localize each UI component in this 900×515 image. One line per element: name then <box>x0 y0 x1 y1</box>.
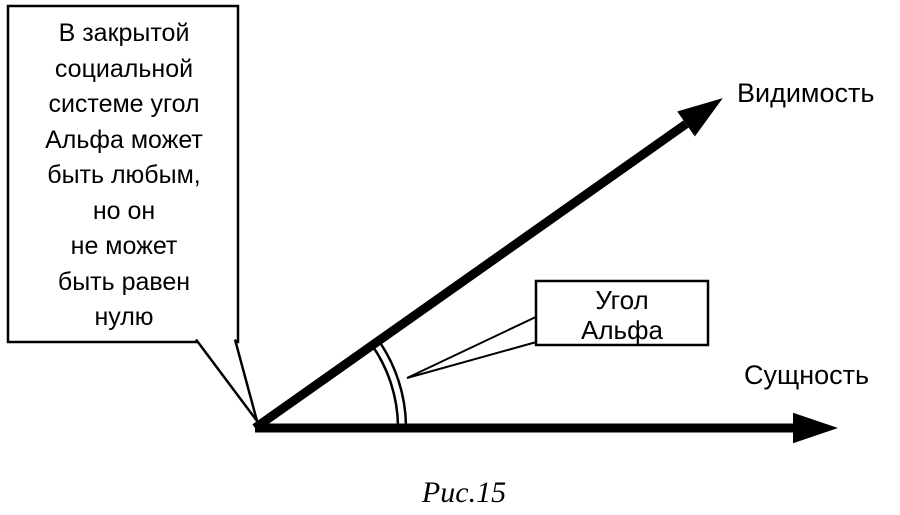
angle-label-text: Угол Альфа <box>581 285 663 345</box>
essence-axis-label: Сущность <box>744 360 870 390</box>
angle-arc-inner <box>371 345 400 426</box>
visibility-axis-arrow <box>252 98 723 432</box>
speech-bubble-tail <box>194 338 259 422</box>
speech-bubble-text: В закрытой социальной системе угол Альфа… <box>45 19 203 331</box>
figure-caption: Рис.15 <box>421 476 507 509</box>
visibility-axis-label: Видимость <box>737 78 875 108</box>
speech-bubble-box <box>6 4 240 344</box>
angle-label-box <box>534 279 710 347</box>
angle-arc-outer <box>378 340 408 426</box>
angle-callout-pointer <box>406 314 541 379</box>
